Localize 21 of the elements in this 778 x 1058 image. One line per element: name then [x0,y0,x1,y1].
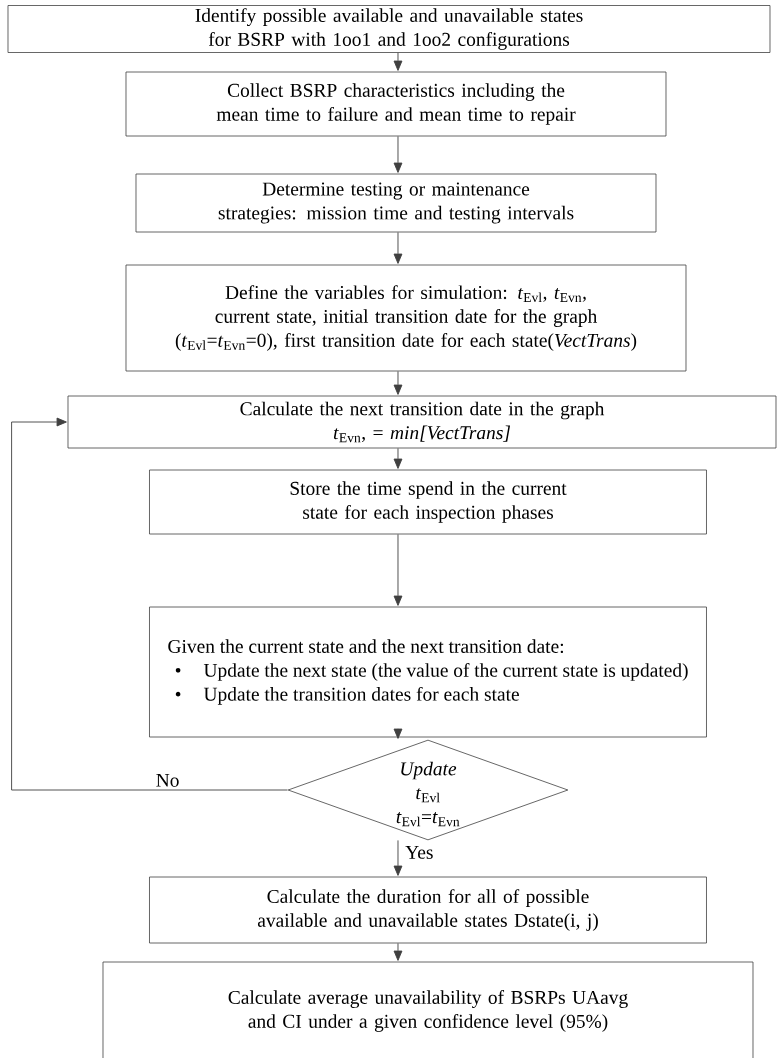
arrow [393,135,403,173]
process-box: Given the current state and the next transition date: • Update the next state (the value of the current state is updated) • Update the transition dates for each state [149,606,707,738]
arrow [393,533,403,606]
arrow [11,417,289,791]
arrow [393,728,403,739]
process-box: Calculate the duration for all of possible available and unavailable states Dstate(i, j) [149,876,707,944]
arrow [393,231,403,264]
process-box: Calculate the next transition date in the graph t$_{Evn}$, = min[VectTrans] [67,395,777,449]
arrow [393,52,403,71]
process-box: Define the variables for simulation: t$_{Evl}$, t$_{Evn}$, current state, initial transition date for the graph (t$_{Evl}$=t$_{Evn}$=0), first transition date for each state(VectTrans) [125,264,687,372]
process-box: Determine testing or maintenance strategies: mission time and testing intervals [135,173,657,233]
bullet: • [175,667,181,673]
process-box: Store the time spend in the current state for each inspection phases [149,469,707,535]
bullet: • [175,691,181,697]
process-box: Identify possible available and unavailable states for BSRP with 1oo1 and 1oo2 configurations [7,5,771,53]
arrow [393,839,403,876]
process-box: Calculate average unavailability of BSRPs UAavg and CI under a given confidence level (95%) [102,961,754,1058]
arrow [393,942,403,961]
arrow [393,447,403,469]
process-box: Collect BSRP characteristics including the mean time to failure and mean time to repair [125,71,667,137]
arrow [393,370,403,395]
